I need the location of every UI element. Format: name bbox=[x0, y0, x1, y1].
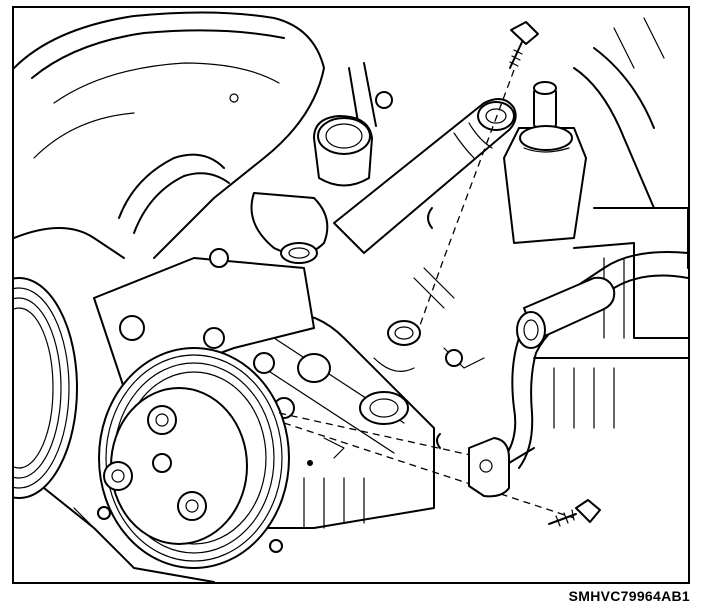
pressure-sensor bbox=[503, 81, 587, 244]
timing-cover bbox=[14, 11, 325, 259]
seal-rings bbox=[387, 207, 441, 449]
bolt-icon-upper bbox=[509, 21, 539, 69]
compressor-pulley bbox=[98, 347, 290, 569]
diagram-frame bbox=[12, 6, 690, 584]
engine-illustration bbox=[14, 11, 688, 582]
figure-caption: SMHVC79964AB1 bbox=[568, 588, 690, 604]
thermostat-housing bbox=[250, 115, 373, 264]
mounting-bracket bbox=[93, 248, 315, 419]
engine-block-right bbox=[533, 17, 688, 429]
bolt-icon-lower bbox=[548, 499, 601, 527]
oil-pan bbox=[43, 487, 283, 582]
crankshaft-pulley bbox=[14, 277, 78, 499]
engine-details bbox=[307, 267, 485, 466]
coolant-pipe bbox=[333, 98, 517, 254]
manifold-fitting bbox=[468, 437, 535, 498]
assembly-lines bbox=[278, 69, 575, 519]
upper-hose bbox=[118, 62, 393, 234]
ac-hose bbox=[503, 251, 688, 469]
